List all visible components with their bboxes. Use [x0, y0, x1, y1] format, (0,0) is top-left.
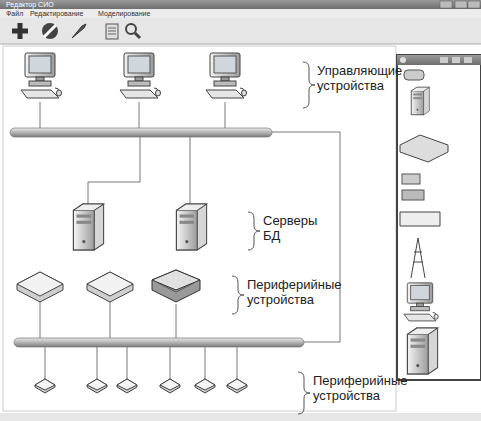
group-label: Периферийные устройства	[247, 278, 357, 308]
menu-item-holder: Моделирование	[98, 9, 178, 18]
window-title: Редактор СИО	[6, 0, 126, 9]
window-title-holder: Редактор СИО	[6, 0, 126, 9]
group-label-holder: Управляющие устройства	[317, 64, 397, 94]
menu-item: Моделирование	[98, 9, 178, 18]
group-label-holder: Периферийные устройства	[313, 374, 393, 404]
group-label-holder: Серверы БД	[263, 214, 325, 244]
group-label: Серверы БД	[263, 214, 325, 244]
group-label-holder: Периферийные устройства	[247, 278, 357, 308]
group-label: Управляющие устройства	[317, 64, 397, 94]
group-label: Периферийные устройства	[313, 374, 393, 404]
